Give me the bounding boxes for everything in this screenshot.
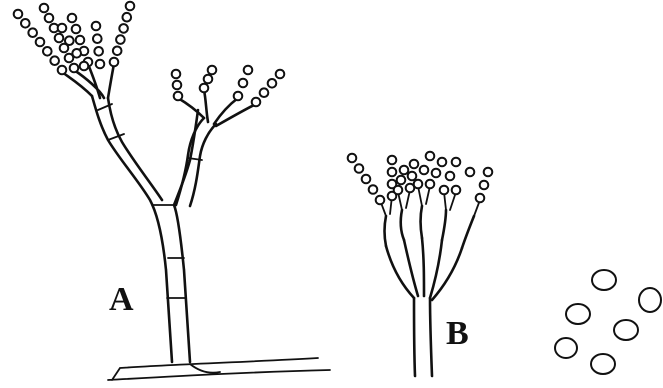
chain-spore [96,60,105,69]
chain-spore [276,70,285,79]
chain-spore [50,56,59,65]
chain-spore [362,175,371,184]
conidium [639,288,661,312]
chain-spore [410,160,419,169]
chain-spore [388,156,397,165]
chain-spore [36,38,45,47]
chain-spore [452,158,461,167]
chain-spore [45,14,54,23]
chain-spore [244,66,253,75]
chain-spore [119,24,128,33]
chain-spore [426,152,435,161]
chain-spore [68,14,77,23]
chain-spore [376,196,385,205]
chain-spore [200,84,209,93]
chain-spore [76,36,85,45]
chain-spore [397,176,406,185]
chain-spore [70,64,79,73]
chain-spore [452,186,461,195]
chain-spore [480,181,489,190]
figure-label-b: B [446,317,469,351]
chain-spore [72,25,81,34]
chain-spore [234,92,243,101]
chain-spore [420,166,429,175]
substrate-hypha [108,358,330,380]
chain-spore [476,194,485,203]
chain-spore [438,158,447,167]
spore-chains [14,2,493,205]
chain-spore [348,154,357,163]
chain-spore [172,70,181,79]
chain-spore [93,34,102,43]
chain-spore [92,22,101,31]
chain-spore [446,172,455,181]
chain-spore [94,47,103,56]
chain-spore [21,19,30,28]
chain-spore [484,168,493,177]
chain-spore [28,28,37,37]
chain-spore [252,98,261,107]
chain-spore [260,88,269,97]
free-conidia [555,270,661,374]
chain-spore [72,49,81,58]
chain-spore [408,172,417,181]
chain-spore [204,75,213,84]
chain-spore [426,180,435,189]
chain-spore [388,168,397,177]
figure-label-a: A [109,283,134,317]
chain-spore [432,169,441,178]
chain-spore [58,24,67,33]
chain-spore [113,47,122,56]
conidium [591,354,615,374]
main-stalk [92,96,172,362]
chain-spore [58,66,67,75]
chain-spore [394,186,403,195]
chain-spore [400,166,409,175]
conidium [555,338,577,358]
chain-spore [40,4,49,13]
conidium [614,320,638,340]
chain-spore [126,2,135,11]
chain-spore [65,36,74,45]
chain-spore [208,66,217,75]
chain-spore [440,186,449,195]
chain-spore [268,79,277,88]
chain-spore [123,13,132,22]
chain-spore [466,168,475,177]
conidiophore-a [62,64,330,380]
chain-spore [55,34,64,43]
chain-spore [355,164,364,173]
chain-spore [110,58,119,67]
chain-spore [80,62,89,71]
chain-spore [369,185,378,194]
conidium [592,270,616,290]
chain-spore [174,92,183,101]
chain-spore [414,180,423,189]
conidium [566,304,590,324]
chain-spore [43,47,52,56]
chain-spore [14,10,23,19]
chain-spore [116,35,125,44]
chain-spore [173,81,182,90]
chain-spore [239,79,248,88]
